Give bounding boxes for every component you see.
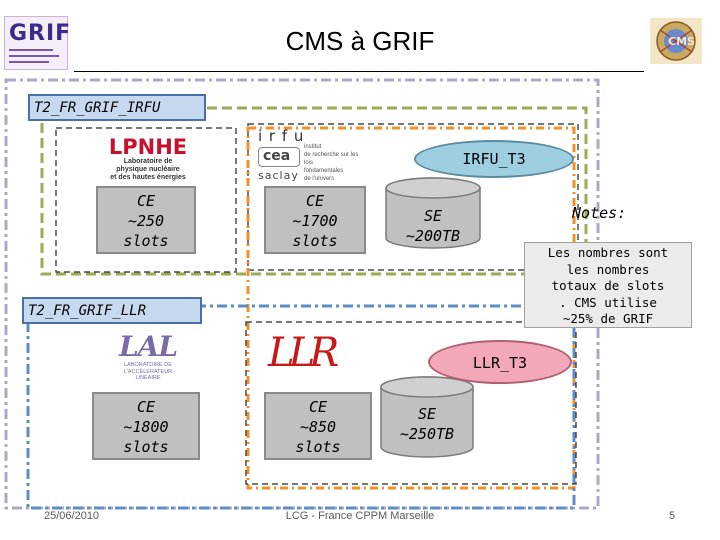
title-divider xyxy=(74,71,644,72)
ce-box-lpnhe: CE ~250 slots xyxy=(96,186,196,254)
ce-box-lal: CE ~1800 slots xyxy=(92,392,200,460)
cms-logo: CMS xyxy=(650,18,702,64)
irfu-cea-logo: i r f u cea institut de recherche sur le… xyxy=(258,127,368,183)
se-cylinder-irfu xyxy=(385,177,481,249)
se-label-llr: SE ~250TB xyxy=(399,405,455,443)
cea-logo-text: cea xyxy=(263,148,291,164)
ce-box-llr: CE ~850 slots xyxy=(264,392,372,460)
grif-logo: GRIF xyxy=(4,16,72,70)
irfu-logo-text: i r f u xyxy=(258,127,305,145)
ce-box-irfu: CE ~1700 slots xyxy=(264,186,366,254)
tier3-irfu: IRFU_T3 xyxy=(414,140,574,178)
tier3-llr: LLR_T3 xyxy=(428,340,572,384)
notes-title: Notes: xyxy=(572,204,627,222)
lal-logo: LAL LABORATOIRE DE L'ACCÉLÉRATEUR LINÉAI… xyxy=(108,332,188,382)
page-number: 5 xyxy=(669,510,676,522)
lpnhe-logo: LPNHE Laboratoire de physique nucléaire … xyxy=(100,136,196,184)
saclay-logo-text: saclay xyxy=(258,169,299,182)
footer-date: 25/06/2010 xyxy=(44,510,100,522)
se-label-irfu: SE ~200TB xyxy=(405,207,461,245)
notes-box: Les nombres sont les nombres totaux de s… xyxy=(524,242,692,328)
llr-logo: LLR xyxy=(268,330,339,376)
lpnhe-logo-text: LPNHE xyxy=(108,135,188,159)
site-label-irfu: T2_FR_GRIF_IRFU xyxy=(28,94,206,121)
se-cylinder-llr xyxy=(380,376,474,458)
page-title: CMS à GRIF xyxy=(285,26,435,56)
svg-text:CMS: CMS xyxy=(668,35,695,48)
site-label-llr: T2_FR_GRIF_LLR xyxy=(22,297,202,324)
grif-logo-text: GRIF xyxy=(9,21,72,46)
footer-center: LCG - France CPPM Marseille xyxy=(285,510,435,522)
lal-logo-text: LAL xyxy=(118,330,178,363)
